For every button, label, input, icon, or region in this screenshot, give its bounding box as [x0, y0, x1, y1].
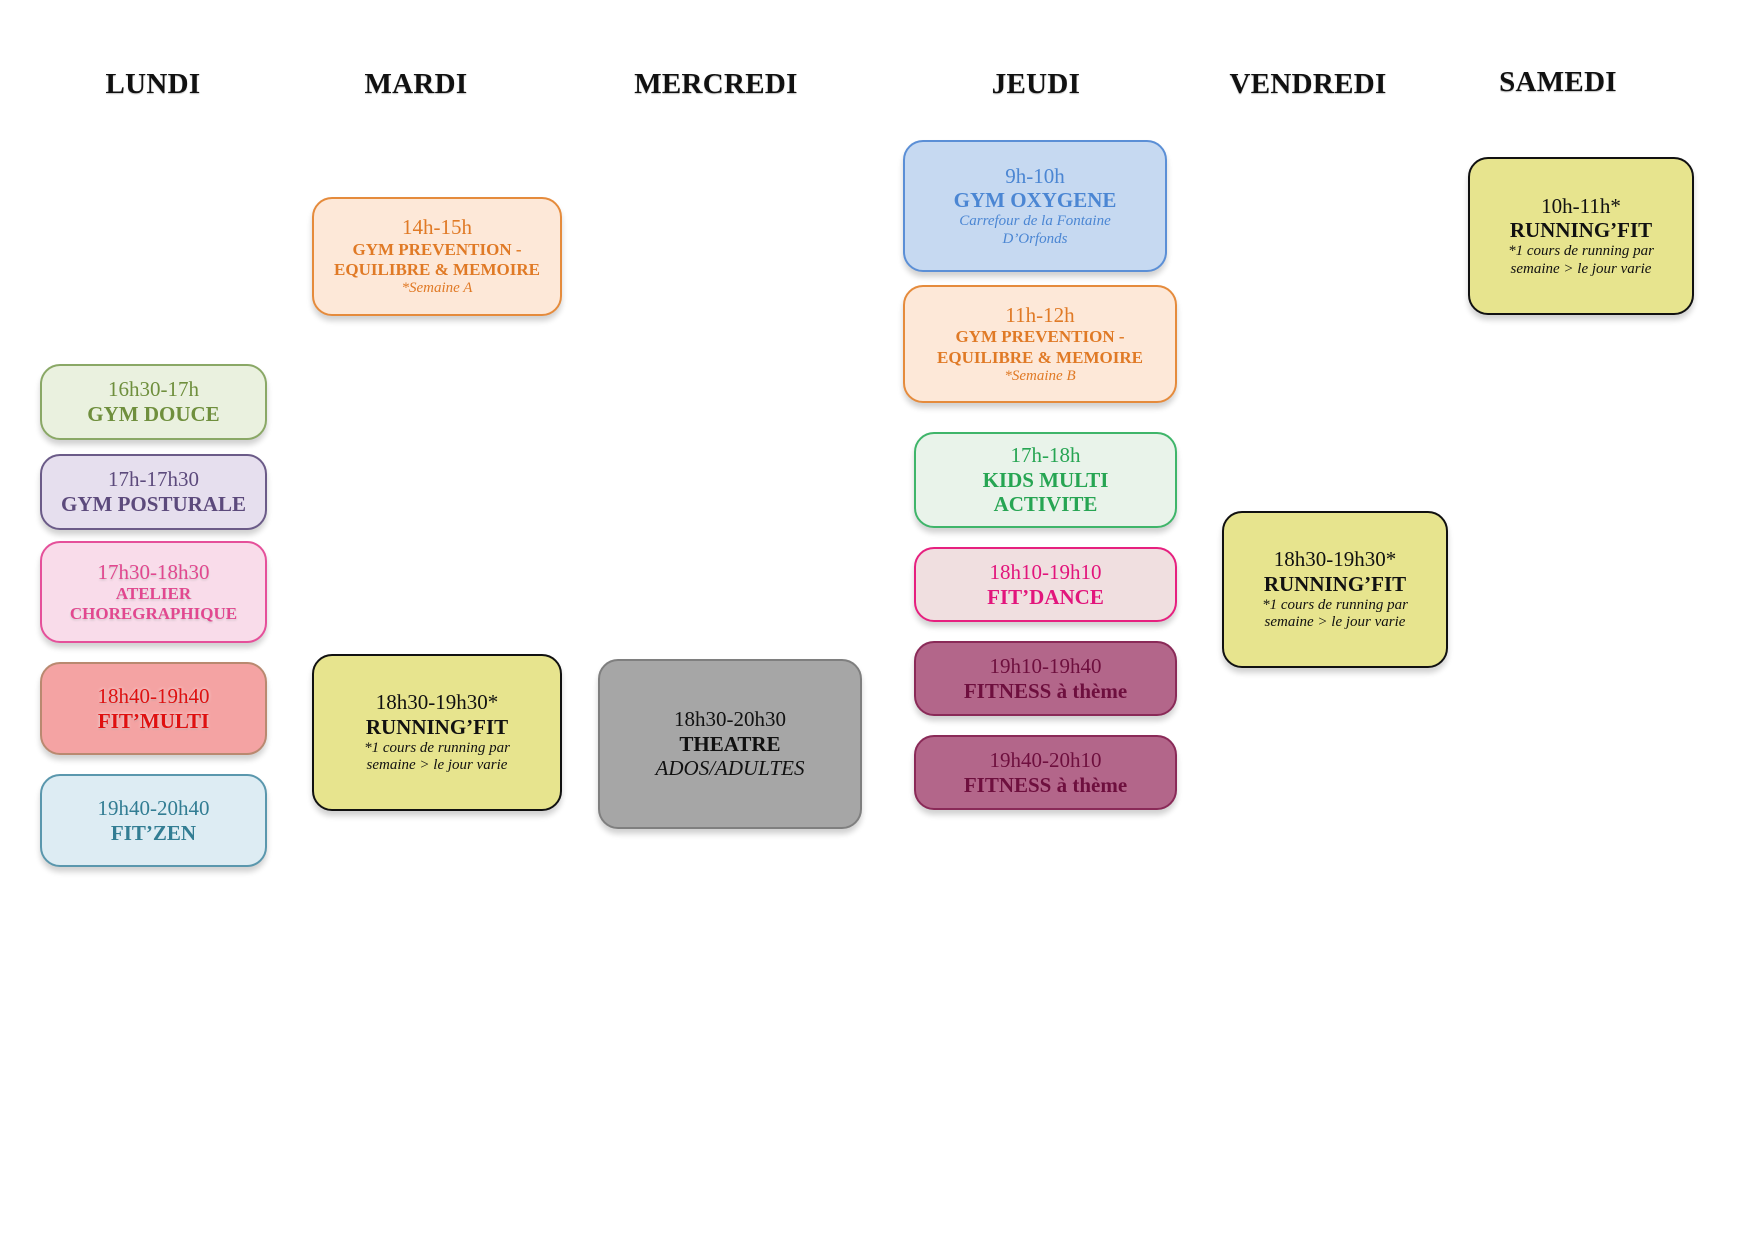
day-header-mardi: MARDI	[364, 68, 468, 100]
day-header-jeudi: JEUDI	[991, 68, 1081, 100]
class-time: 17h30-18h30	[97, 559, 210, 584]
class-time: 17h-17h30	[108, 467, 199, 492]
class-note-line-2: semaine > le jour varie	[366, 757, 508, 774]
class-note-line-1: Carrefour de la Fontaine	[959, 213, 1111, 230]
class-card-gym-douce[interactable]: 16h30-17h GYM DOUCE	[40, 364, 267, 440]
class-card-fitness-theme-2[interactable]: 19h40-20h10 FITNESS à thème	[914, 735, 1177, 810]
class-title: RUNNING’FIT	[1509, 218, 1653, 243]
class-card-fit-dance[interactable]: 18h10-19h10 FIT’DANCE	[914, 547, 1177, 622]
class-time: 17h-18h	[1010, 442, 1081, 467]
class-time: 14h-15h	[402, 215, 472, 240]
class-card-atelier-choregraphique[interactable]: 17h30-18h30 ATELIER CHOREGRAPHIQUE	[40, 541, 267, 643]
class-note-line-2: D’Orfonds	[1002, 230, 1068, 247]
class-note-line-2: semaine > le jour varie	[1264, 614, 1406, 631]
class-title-line-2: EQUILIBRE & MEMOIRE	[937, 347, 1143, 367]
class-card-fitness-theme-1[interactable]: 19h10-19h40 FITNESS à thème	[914, 641, 1177, 716]
class-title-line-2: ACTIVITE	[993, 492, 1098, 517]
day-header-mercredi: MERCREDI	[634, 68, 798, 100]
class-card-fit-zen[interactable]: 19h40-20h40 FIT’ZEN	[40, 774, 267, 867]
class-title-line-1: GYM PREVENTION -	[352, 239, 522, 259]
class-title: GYM DOUCE	[87, 402, 220, 426]
class-card-gym-prevention-b[interactable]: 11h-12h GYM PREVENTION - EQUILIBRE & MEM…	[903, 285, 1177, 403]
class-card-gym-posturale[interactable]: 17h-17h30 GYM POSTURALE	[40, 454, 267, 530]
class-title: FIT’ZEN	[110, 820, 197, 845]
class-card-theatre[interactable]: 18h30-20h30 THEATRE ADOS/ADULTES	[598, 659, 862, 829]
class-title-line-2: EQUILIBRE & MEMOIRE	[334, 260, 540, 280]
class-time: 18h30-19h30*	[1273, 547, 1397, 572]
class-card-gym-oxygene[interactable]: 9h-10h GYM OXYGENE Carrefour de la Fonta…	[903, 140, 1167, 272]
class-title-line-1: GYM PREVENTION -	[955, 327, 1125, 347]
class-title: RUNNING’FIT	[365, 714, 509, 739]
class-title-line-2: CHOREGRAPHIQUE	[69, 604, 238, 624]
class-time: 19h10-19h40	[989, 653, 1102, 678]
class-time: 10h-11h*	[1541, 193, 1621, 218]
class-title: FITNESS à thème	[963, 678, 1128, 703]
class-card-running-fit-samedi[interactable]: 10h-11h* RUNNING’FIT *1 cours de running…	[1468, 157, 1694, 315]
class-title-line-1: ATELIER	[115, 584, 192, 604]
class-time: 18h10-19h10	[989, 559, 1102, 584]
class-note: *Semaine A	[401, 280, 473, 297]
class-time: 11h-12h	[1005, 302, 1075, 327]
day-header-vendredi: VENDREDI	[1229, 68, 1387, 100]
class-time: 19h40-20h10	[989, 747, 1102, 772]
class-time: 9h-10h	[1005, 163, 1065, 188]
class-note: ADOS/ADULTES	[655, 756, 805, 781]
class-card-fit-multi[interactable]: 18h40-19h40 FIT’MULTI	[40, 662, 267, 755]
class-time: 18h30-19h30*	[375, 690, 499, 715]
class-title: THEATRE	[679, 731, 781, 756]
class-time: 16h30-17h	[108, 377, 199, 402]
class-title: RUNNING’FIT	[1263, 571, 1407, 596]
class-card-kids-multi-activite[interactable]: 17h-18h KIDS MULTI ACTIVITE	[914, 432, 1177, 528]
day-header-lundi: LUNDI	[105, 68, 201, 100]
class-time: 18h30-20h30	[674, 706, 786, 731]
day-header-samedi: SAMEDI	[1499, 66, 1617, 98]
class-note-line-1: *1 cours de running par	[364, 739, 510, 756]
class-note-line-1: *1 cours de running par	[1262, 596, 1408, 613]
class-time: 18h40-19h40	[97, 683, 210, 708]
class-note-line-1: *1 cours de running par	[1508, 243, 1654, 260]
class-note: *Semaine B	[1004, 367, 1076, 384]
class-title: GYM OXYGENE	[953, 188, 1117, 213]
class-title: FIT’MULTI	[97, 708, 210, 733]
class-title: FIT’DANCE	[987, 584, 1104, 609]
class-card-running-fit-vendredi[interactable]: 18h30-19h30* RUNNING’FIT *1 cours de run…	[1222, 511, 1448, 668]
class-card-gym-prevention-a[interactable]: 14h-15h GYM PREVENTION - EQUILIBRE & MEM…	[312, 197, 562, 316]
class-title-line-1: KIDS MULTI	[982, 467, 1109, 492]
class-title: GYM POSTURALE	[61, 492, 246, 516]
class-title: FITNESS à thème	[963, 772, 1128, 797]
class-time: 19h40-20h40	[97, 795, 210, 820]
class-card-running-fit-mardi[interactable]: 18h30-19h30* RUNNING’FIT *1 cours de run…	[312, 654, 562, 811]
class-note-line-2: semaine > le jour varie	[1510, 260, 1652, 277]
